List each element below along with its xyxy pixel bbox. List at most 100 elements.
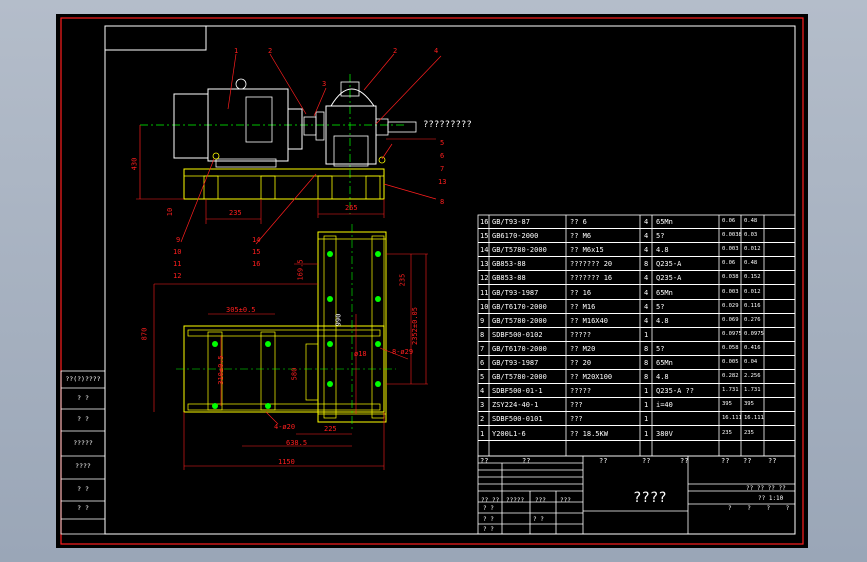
bom-cell-qty: 4 (644, 274, 649, 283)
bom-cell-qty: 4 (644, 316, 649, 325)
dim-label: 430 (130, 157, 139, 171)
bom-cell-name: ?? M16X40 (570, 316, 608, 325)
bom-cell-w1: 0.282 (722, 373, 739, 380)
rev-header: ??? (560, 497, 571, 504)
title-block-header-1: ?? (480, 457, 489, 465)
front-view (136, 53, 442, 245)
bom-cell-qty: 8 (644, 260, 649, 269)
sheet-row: ? ? ? ? (728, 505, 790, 512)
bom-cell-qty: 4 (644, 232, 649, 241)
bom-cell-qty: 1 (644, 429, 649, 438)
bom-cell-mat: 65Mn (656, 288, 673, 297)
bom-cell-w2: 0.012 (744, 288, 761, 295)
sign-row: ? ? (483, 516, 494, 523)
bom-cell-w2: 0.416 (744, 344, 761, 351)
bom-cell-name: ?? 20 (570, 359, 592, 367)
bom-cell-code: SDBF500-01-1 (492, 387, 543, 396)
bom-cell-qty: 1 (644, 387, 649, 396)
dim-label: 870 (140, 327, 149, 341)
balloon: 12 (173, 272, 182, 280)
title-block: ?? ?? ?? ?? ?? ?? ?? ?? ?? ?? ????? ??? … (478, 456, 795, 534)
bom-cell-w2: 2.256 (744, 373, 761, 380)
dim-label: 169.5 (296, 259, 305, 281)
bom-cell-name: ??????? 16 (570, 274, 613, 283)
bom-cell-w1: 0.0038 (722, 232, 742, 239)
bom-cell-qty: 1 (644, 415, 649, 424)
annotation-text: ????????? (423, 120, 472, 130)
bom-cell-name: ?? M20X100 (570, 373, 613, 382)
bom-cell-code: GB853-88 (492, 274, 526, 283)
bom-cell-qty: 1 (644, 330, 649, 339)
bom-cell-w2: 0.04 (744, 359, 758, 365)
bom-cell-qty: 4 (644, 246, 649, 255)
bom-cell-mat: Q235-A (656, 274, 682, 283)
balloon: 14 (252, 236, 261, 244)
balloon: 2 (393, 47, 398, 55)
bom-cell-qty: 8 (644, 344, 649, 353)
balloon: 10 (173, 248, 182, 256)
bom-cell-name: ??? (570, 401, 583, 410)
dim-label: 265 (345, 204, 358, 212)
bom-cell-w2: 0.116 (744, 302, 761, 309)
balloon: 1 (234, 47, 239, 55)
bom-cell-w1: 0.005 (722, 359, 739, 365)
cad-drawing-sheet: ????????? 1 2 3 2 4 5 6 7 13 8 9 10 11 1… (56, 14, 808, 548)
title-block-header-7: ?? (743, 457, 752, 465)
sign-row: ? ? (533, 516, 544, 523)
dim-label: 580 (290, 367, 299, 381)
bom-cell-no: 7 (480, 344, 485, 353)
bom-cell-w1: 16.111 (722, 415, 742, 422)
code-box (104, 25, 207, 51)
bom-cell-name: ?? 6 (570, 218, 587, 226)
bom-cell-code: Y200L1-6 (492, 429, 526, 438)
side-table-cell: ????? (73, 439, 93, 447)
scale-label: ?? ?? ?? ?? (746, 485, 786, 492)
rev-header: ?? (492, 497, 500, 504)
bom-cell-w1: 0.06 (722, 218, 736, 224)
bom-cell-no: 13 (480, 260, 489, 269)
bom-cell-mat: i=40 (656, 401, 673, 410)
dim-label: 8-ø29 (392, 348, 414, 356)
bom-cell-no: 10 (480, 302, 489, 311)
bom-cell-w1: 0.058 (722, 344, 739, 351)
bom-cell-code: GB/T6170-2000 (492, 344, 547, 353)
drawing-labels: ????????? 1 2 3 2 4 5 6 7 13 8 9 10 11 1… (56, 14, 808, 548)
bom-cell-qty: 8 (644, 373, 649, 382)
sign-row: ? ? (483, 505, 494, 512)
dim-label: 225 (324, 425, 337, 433)
bom-cell-mat: 4.8 (656, 246, 669, 255)
balloon: 2 (268, 47, 273, 55)
rev-header: ?? (481, 497, 489, 504)
balloon: 6 (440, 152, 445, 160)
outer-frame (60, 17, 804, 545)
bom-cell-w1: 1.731 (722, 387, 739, 394)
side-table-cell: ? ? (77, 415, 89, 423)
bom-cell-qty: 4 (644, 218, 649, 226)
dim-label: 2352±0.05 (410, 307, 419, 345)
bom-cell-no: 1 (480, 429, 485, 438)
bom-cell-no: 8 (480, 330, 485, 339)
dim-label: 305±0.5 (226, 306, 256, 314)
bom-cell-name: ??????? 20 (570, 260, 613, 269)
bom-cell-w2: 0.48 (744, 260, 758, 267)
bom-cell-w2: 395 (744, 401, 754, 408)
bom-cell-name: ??? (570, 415, 583, 424)
bom-cell-no: 15 (480, 232, 489, 241)
bom-cell-code: GB6170-2000 (492, 232, 539, 241)
bom-cell-w1: 0.06 (722, 260, 736, 267)
side-table-cell: ? ? (77, 485, 89, 493)
bom-cell-no: 4 (480, 387, 485, 396)
bom-cell-no: 11 (480, 288, 489, 297)
cad-drawing (60, 17, 804, 545)
